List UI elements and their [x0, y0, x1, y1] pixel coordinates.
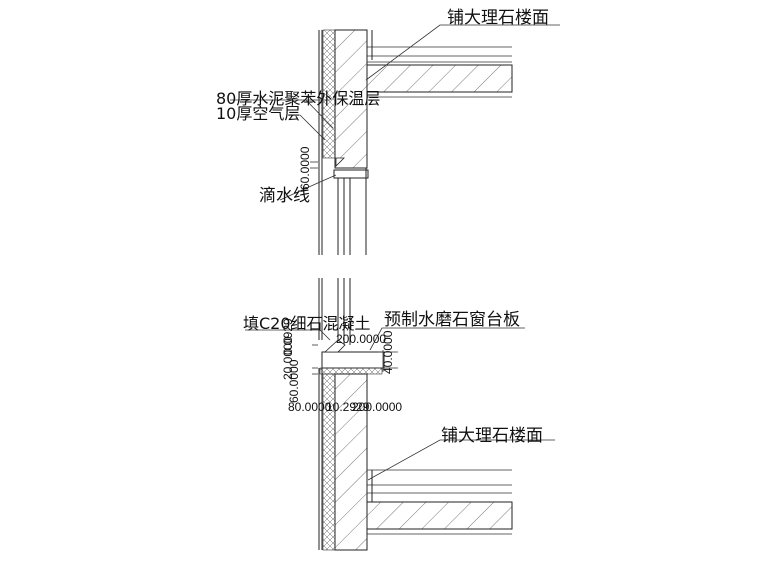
floor-slab-top — [366, 64, 513, 93]
label-air-gap: 10厚空气层 — [216, 104, 300, 123]
label-drip-line: 滴水线 — [259, 186, 310, 206]
floor-slab-bottom — [366, 501, 513, 530]
dim-bottom-left: 80.0000 — [288, 400, 332, 414]
window-frame-top — [333, 169, 369, 179]
windowsill-board — [321, 351, 385, 369]
concrete-wall-bottom — [334, 373, 368, 551]
dim-sill-width: 200.0000 — [336, 332, 386, 346]
top-detail — [230, 24, 560, 255]
dim-bottom-mid: 10.2929 — [326, 400, 370, 414]
dim-left-stack-3: 0.0929 — [281, 318, 295, 355]
bottom-detail — [245, 278, 555, 551]
label-fill-concrete: 填C20细石混凝土 — [243, 314, 371, 333]
dim-bottom-right: 200.0000 — [352, 400, 402, 414]
dim-sill-height: 40.0000 — [381, 330, 395, 374]
dim-drip-height: 60.0000 — [298, 146, 312, 190]
dim-left-stack: 60.0000 — [287, 359, 301, 403]
label-floor-bottom: 铺大理石楼面 — [441, 426, 543, 446]
label-floor-top: 铺大理石楼面 — [447, 8, 549, 28]
label-windowsill: 预制水磨石窗台板 — [384, 310, 520, 330]
label-insulation: 80厚水泥聚苯外保温层 — [216, 89, 380, 108]
dim-left-stack-2: 20.0000 — [281, 336, 295, 380]
concrete-wall-top — [334, 29, 368, 169]
